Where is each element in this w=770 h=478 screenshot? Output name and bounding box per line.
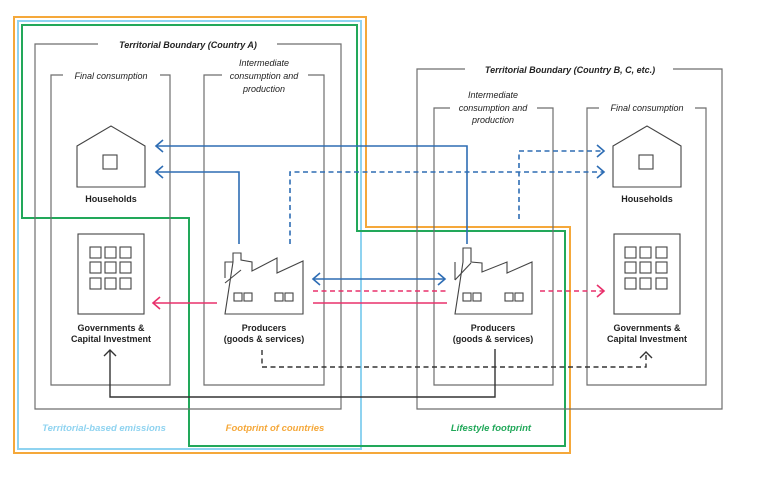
- country-a-government-label-1: Governments &: [77, 323, 145, 333]
- flow-a-producers-to-a-households: [154, 165, 240, 244]
- country-b-households-label: Households: [621, 194, 673, 204]
- flow-b-producers-to-b-government-dashed: [540, 284, 606, 298]
- country-b-intermediate-box: [433, 107, 554, 386]
- flow-b-producers-to-a-government: [103, 349, 496, 398]
- country-b-intermediate-label-2: consumption and: [459, 103, 529, 113]
- flow-b-producers-to-a-households: [154, 139, 468, 244]
- country-b-producers-label-1: Producers: [471, 323, 516, 333]
- country-b-government-label-2: Capital Investment: [607, 334, 687, 344]
- country-b-intermediate-label-1: Intermediate: [468, 90, 518, 100]
- country-a-producers-icon: [224, 252, 304, 315]
- country-a-boundary: [34, 43, 342, 410]
- country-a-intermediate-box: [203, 74, 325, 386]
- country-b-intermediate-label-3: production: [471, 115, 514, 125]
- country-a-producers-label-1: Producers: [242, 323, 287, 333]
- flow-a-producers-to-a-government: [151, 296, 217, 310]
- country-a-producers-label-2: (goods & services): [224, 334, 305, 344]
- footprint-of-countries-frame: [13, 16, 571, 454]
- flow-a-producers-to-b-government-dashed: [261, 350, 653, 368]
- country-b-government-label-1: Governments &: [613, 323, 681, 333]
- country-b-producers-icon: [454, 247, 533, 315]
- country-b-producers-label-2: (goods & services): [453, 334, 534, 344]
- country-a-government-icon: [77, 233, 145, 315]
- country-a-households-icon: [76, 125, 146, 188]
- country-a-intermediate-label-2: consumption and: [230, 71, 300, 81]
- country-a-intermediate-label-1: Intermediate: [239, 58, 289, 68]
- country-b-final-consumption-label: Final consumption: [610, 103, 683, 113]
- country-b-boundary: [416, 68, 723, 410]
- flow-producers-exchange-bidirectional: [311, 272, 447, 286]
- country-b-households-icon: [612, 125, 682, 188]
- lifestyle-footprint-frame: [21, 24, 566, 447]
- flow-a-producers-to-b-households-dashed: [289, 165, 606, 244]
- country-a-title: Territorial Boundary (Country A): [119, 40, 257, 50]
- country-a-government-label-2: Capital Investment: [71, 334, 151, 344]
- country-a-intermediate-label-3: production: [242, 84, 285, 94]
- territorial-emissions-frame: [17, 20, 362, 450]
- legend-lifestyle-footprint: Lifestyle footprint: [451, 423, 532, 434]
- legend-territorial-emissions: Territorial-based emissions: [42, 423, 166, 434]
- country-a-final-consumption-label: Final consumption: [74, 71, 147, 81]
- country-b-title: Territorial Boundary (Country B, C, etc.…: [485, 65, 655, 75]
- flow-to-b-households-dashed-upper: [518, 144, 606, 219]
- legend-footprint-of-countries: Footprint of countries: [226, 423, 325, 434]
- country-a-households-label: Households: [85, 194, 137, 204]
- country-b-government-icon: [613, 233, 681, 315]
- country-b-final-consumption-box: [586, 107, 707, 386]
